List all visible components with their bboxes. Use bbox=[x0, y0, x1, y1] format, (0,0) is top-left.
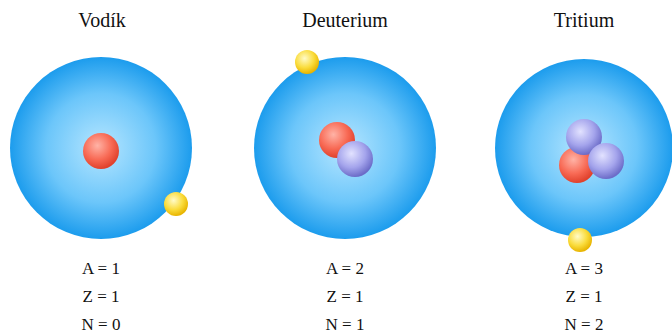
quantity-label: A = 3 bbox=[565, 255, 603, 283]
electron bbox=[295, 50, 319, 74]
quantity-label: N = 0 bbox=[82, 311, 121, 336]
quantity-label: N = 1 bbox=[326, 311, 365, 336]
neutron bbox=[337, 141, 373, 177]
atom-node: Deuterium bbox=[245, 8, 445, 243]
atom-node: Vodík bbox=[2, 8, 202, 243]
neutron bbox=[588, 143, 624, 179]
atom-node: Tritium bbox=[499, 8, 669, 243]
electron-cloud bbox=[10, 57, 192, 239]
electron bbox=[568, 228, 592, 252]
quantity-column: A = 1Z = 1N = 0 bbox=[41, 255, 161, 336]
quantity-label: Z = 1 bbox=[327, 283, 364, 311]
electron-cloud bbox=[495, 59, 672, 237]
atom-title: Vodík bbox=[78, 8, 125, 32]
electron-cloud bbox=[254, 57, 436, 239]
quantity-label: Z = 1 bbox=[566, 283, 603, 311]
quantity-label: Z = 1 bbox=[83, 283, 120, 311]
electron bbox=[164, 192, 188, 216]
quantity-column: A = 3Z = 1N = 2 bbox=[524, 255, 644, 336]
atom-title: Deuterium bbox=[302, 8, 388, 32]
quantity-label: A = 1 bbox=[82, 255, 120, 283]
atom-title: Tritium bbox=[554, 8, 614, 32]
quantity-column: A = 2Z = 1N = 1 bbox=[285, 255, 405, 336]
quantity-label: A = 2 bbox=[326, 255, 364, 283]
proton bbox=[83, 133, 119, 169]
quantity-label: N = 2 bbox=[565, 311, 604, 336]
